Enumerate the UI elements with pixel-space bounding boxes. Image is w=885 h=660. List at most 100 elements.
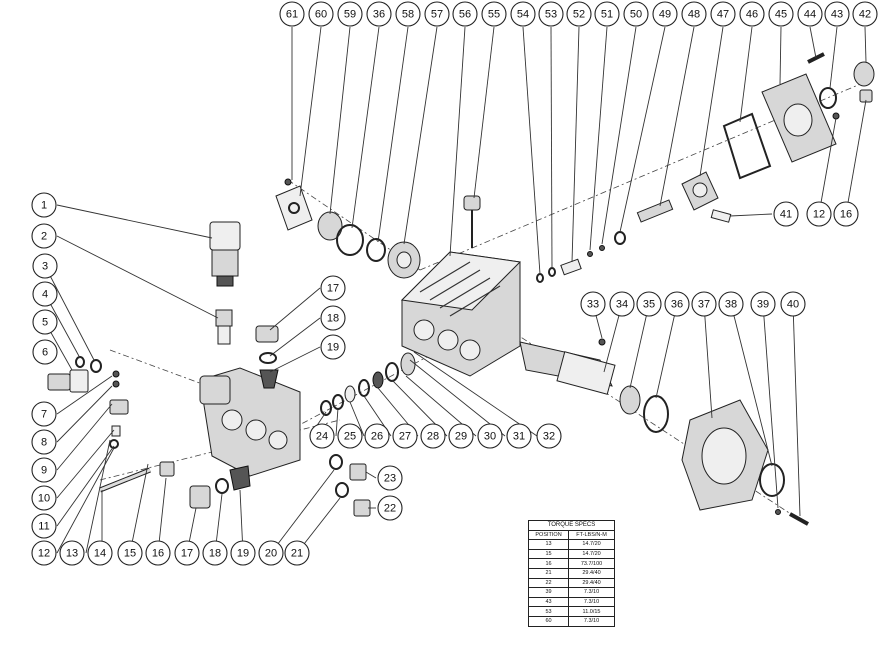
callout-35: 35 <box>636 291 662 317</box>
crankcase-part <box>400 251 522 377</box>
callout-number: 19 <box>327 342 339 354</box>
callout-19: 19 <box>320 334 346 360</box>
callout-number: 21 <box>291 548 303 560</box>
callout-circle <box>768 1 794 27</box>
callout-number: 15 <box>124 548 136 560</box>
callout-number: 29 <box>455 431 467 443</box>
callout-number: 61 <box>286 9 298 21</box>
callout-circle <box>32 339 58 365</box>
callout-number: 20 <box>265 548 277 560</box>
callout-number: 2 <box>41 231 47 243</box>
callout-number: 55 <box>488 9 500 21</box>
callout-number: 17 <box>327 283 339 295</box>
callout-38: 38 <box>718 291 744 317</box>
callout-2: 2 <box>31 223 57 249</box>
lower-valve-parts <box>159 454 371 517</box>
callout-number: 22 <box>384 503 396 515</box>
callout-36: 36 <box>366 1 392 27</box>
callout-number: 5 <box>42 317 48 329</box>
torque-value-cell: 73.7/100 <box>568 558 615 569</box>
callout-circle <box>780 291 806 317</box>
callout-circle <box>718 291 744 317</box>
callout-circle <box>452 1 478 27</box>
callout-41: 41 <box>773 201 799 227</box>
callout-circle <box>609 291 635 317</box>
callout-circle <box>31 192 57 218</box>
callout-circle <box>594 1 620 27</box>
callout-number: 18 <box>209 548 221 560</box>
callout-42: 42 <box>852 1 878 27</box>
callout-number: 56 <box>459 9 471 21</box>
torque-specs-title: TORQUE SPECS <box>528 520 615 531</box>
callout-50: 50 <box>623 1 649 27</box>
torque-value-cell: 14.7/20 <box>568 548 615 560</box>
callout-circle <box>337 1 363 27</box>
callout-circle <box>806 201 832 227</box>
callout-32: 32 <box>536 423 562 449</box>
callout-circle <box>309 423 335 449</box>
callout-circle <box>395 1 421 27</box>
callout-circle <box>506 423 532 449</box>
callout-circle <box>284 540 310 566</box>
callout-number: 9 <box>41 465 47 477</box>
callout-circle <box>32 253 58 279</box>
callout-circle <box>750 291 776 317</box>
callout-number: 33 <box>587 299 599 311</box>
callout-circle <box>31 223 57 249</box>
callout-61: 61 <box>279 1 305 27</box>
callout-number: 36 <box>671 299 683 311</box>
callout-circle <box>424 1 450 27</box>
callout-number: 34 <box>616 299 628 311</box>
callout-number: 6 <box>42 347 48 359</box>
callout-55: 55 <box>481 1 507 27</box>
callout-number: 59 <box>344 9 356 21</box>
callout-circle <box>31 540 57 566</box>
callout-number: 8 <box>41 437 47 449</box>
callout-52: 52 <box>566 1 592 27</box>
callout-12: 12 <box>806 201 832 227</box>
callout-58: 58 <box>395 1 421 27</box>
callout-57: 57 <box>424 1 450 27</box>
torque-value-cell: 7.3/10 <box>568 615 615 627</box>
torque-position-cell: 13 <box>527 539 570 550</box>
callout-number: 12 <box>38 548 50 560</box>
callout-number: 13 <box>66 548 78 560</box>
torque-position-cell: 60 <box>527 615 570 627</box>
callout-3: 3 <box>32 253 58 279</box>
dipstick-part <box>463 195 481 248</box>
callout-circle <box>377 465 403 491</box>
torque-position-cell: 16 <box>527 558 570 569</box>
callout-circle <box>337 423 363 449</box>
callout-56: 56 <box>452 1 478 27</box>
callout-48: 48 <box>681 1 707 27</box>
callout-number: 43 <box>831 9 843 21</box>
callout-circle <box>364 423 390 449</box>
callout-circle <box>320 275 346 301</box>
side-cover-parts <box>722 52 875 180</box>
callout-number: 42 <box>859 9 871 21</box>
callout-51: 51 <box>594 1 620 27</box>
callout-14: 14 <box>87 540 113 566</box>
callout-28: 28 <box>420 423 446 449</box>
callout-number: 25 <box>344 431 356 443</box>
callout-circle <box>510 1 536 27</box>
callout-circle <box>31 513 57 539</box>
callout-number: 48 <box>688 9 700 21</box>
callout-44: 44 <box>797 1 823 27</box>
callout-circle <box>833 201 859 227</box>
callout-number: 51 <box>601 9 613 21</box>
callout-22: 22 <box>377 495 403 521</box>
callout-circle <box>174 540 200 566</box>
callout-number: 60 <box>315 9 327 21</box>
bolt-part <box>99 467 151 493</box>
callout-24: 24 <box>309 423 335 449</box>
callout-6: 6 <box>32 339 58 365</box>
callout-16: 16 <box>145 540 171 566</box>
callout-circle <box>773 201 799 227</box>
